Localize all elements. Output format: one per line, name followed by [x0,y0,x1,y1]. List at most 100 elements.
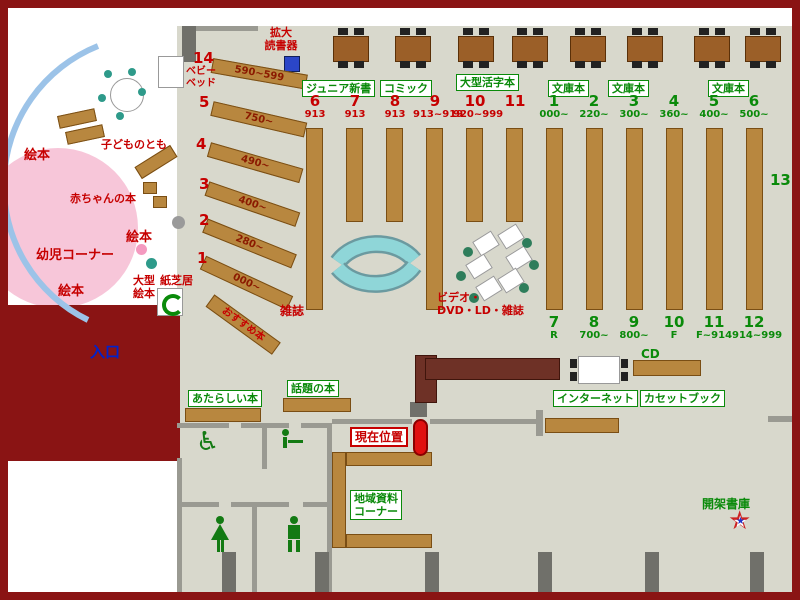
section-label-comic: コミック [380,80,432,97]
infant-corner-label: 幼児コーナー [36,248,115,263]
kids-step [143,182,157,194]
pillar [645,552,659,592]
shelf-number-green-10: 10 F [663,313,685,341]
internet-table [578,356,620,384]
shelf-number-green-8: 8 700~ [579,313,609,341]
diag-shelf-number-2: 2 [199,211,210,229]
kodomo-no-tomo-label: 子どものとも [101,138,167,151]
magazine-label: 雑誌 [280,304,305,318]
video-dvd-label: ビデオ・ DVD・LD・雑誌 [437,291,524,317]
diag-shelf-number-3: 3 [199,175,210,193]
wall [430,419,536,424]
restroom-wall [327,423,332,592]
av-chair [522,238,532,248]
cyan-bench-lower [332,261,420,291]
section-label-large-print: 大型活字本 [456,74,519,91]
wall-stub [768,416,792,422]
pillar [425,552,439,592]
restroom-wall [177,502,219,507]
bookshelf [386,128,403,222]
woman-icon [209,516,231,554]
shelf-number-green-7: 7 R [548,313,560,341]
reading-table [395,28,431,62]
pillar [182,26,196,62]
new-books-shelf [185,408,261,422]
kids-cushion-pink [136,244,147,255]
internet-label: インターネット [553,390,638,407]
magnifier-device-icon [284,56,300,72]
restroom-wall [252,502,257,592]
magnifier-label: 拡大 読書器 [264,26,298,52]
restroom-wall [177,423,229,428]
bookshelf [666,128,683,310]
kids-cushion-teal [146,258,157,269]
reading-table [694,28,730,62]
kids-round-table [110,78,144,112]
chair [621,372,628,381]
reading-table [458,28,494,62]
kamishibai-label: 紙芝居 [160,274,193,287]
bookshelf [466,128,483,222]
cyan-bench-upper [332,237,420,267]
bookshelf [626,128,643,310]
restroom-wall [303,502,332,507]
section-label-bunko-3: 文庫本 [708,80,749,97]
kids-chair [128,68,136,76]
restroom-wall [262,423,267,469]
local-materials-label: 地域資料 コーナー [350,490,402,520]
shelf-number-red-9: 9 913~919 [413,92,464,120]
diag-shelf-number-4: 4 [196,135,207,153]
kids-chair [104,70,112,78]
wheelchair-icon: ♿ [196,427,220,457]
kamishibai-c-icon [162,294,184,316]
reading-table [570,28,606,62]
diag-shelf-number-1: 1 [197,249,208,267]
topic-books-shelf [283,398,351,412]
pillar-round [172,216,185,229]
kamishibai-stand [157,288,184,316]
av-chair [519,283,529,293]
picture-books-label-1: 絵本 [24,148,51,163]
cassette-shelf [545,418,619,433]
diag-shelf-number-5: 5 [199,93,210,111]
shelf-number-green-2: 2 220~ [579,92,609,120]
open-stacks-label: 開架書庫 [702,497,751,511]
bookshelf [746,128,763,310]
restroom-wall [301,423,332,428]
pillar [538,552,552,592]
pillar [410,402,427,417]
service-counter [425,358,560,380]
shelf-number-green-1: 1 000~ [539,92,569,120]
open-stacks-star-icon: ★ ★ ★ [728,506,752,536]
shelf-number-green-4: 4 360~ [659,92,689,120]
shelf-number-green-12: 12 914~999 [732,313,783,341]
bookshelf [506,128,523,222]
baby-changing-icon [280,427,306,449]
shelf-number-red-8: 8 913 [384,92,406,120]
baby-bed-label: ベビー ベッド [186,66,216,89]
local-materials-shelf [332,452,346,548]
cd-label: CD [641,347,660,361]
section-label-bunko-1: 文庫本 [548,80,589,97]
shelf-number-red-10: 10 920~999 [453,92,504,120]
wall-stub [536,410,543,436]
diag-shelf-number-14: 14 [193,49,214,67]
kids-chair [116,112,124,120]
large-picture-books-label: 大型 絵本 [133,274,155,300]
local-materials-shelf [346,452,432,466]
cd-shelf [633,360,701,376]
new-books-label: あたらしい本 [188,390,262,407]
shelf-number-green-5: 5 400~ [699,92,729,120]
bookshelf [546,128,563,310]
reading-table [745,28,781,62]
bookshelf [586,128,603,310]
cassette-book-label: カセットブック [640,390,725,407]
picture-books-label-3: 絵本 [58,284,85,299]
shelf-number-green-13: 13 [770,171,791,189]
current-location-label: 現在位置 [350,427,409,447]
pillar [750,552,764,592]
shelf-number-green-9: 9 800~ [619,313,649,341]
av-chair [469,293,479,303]
